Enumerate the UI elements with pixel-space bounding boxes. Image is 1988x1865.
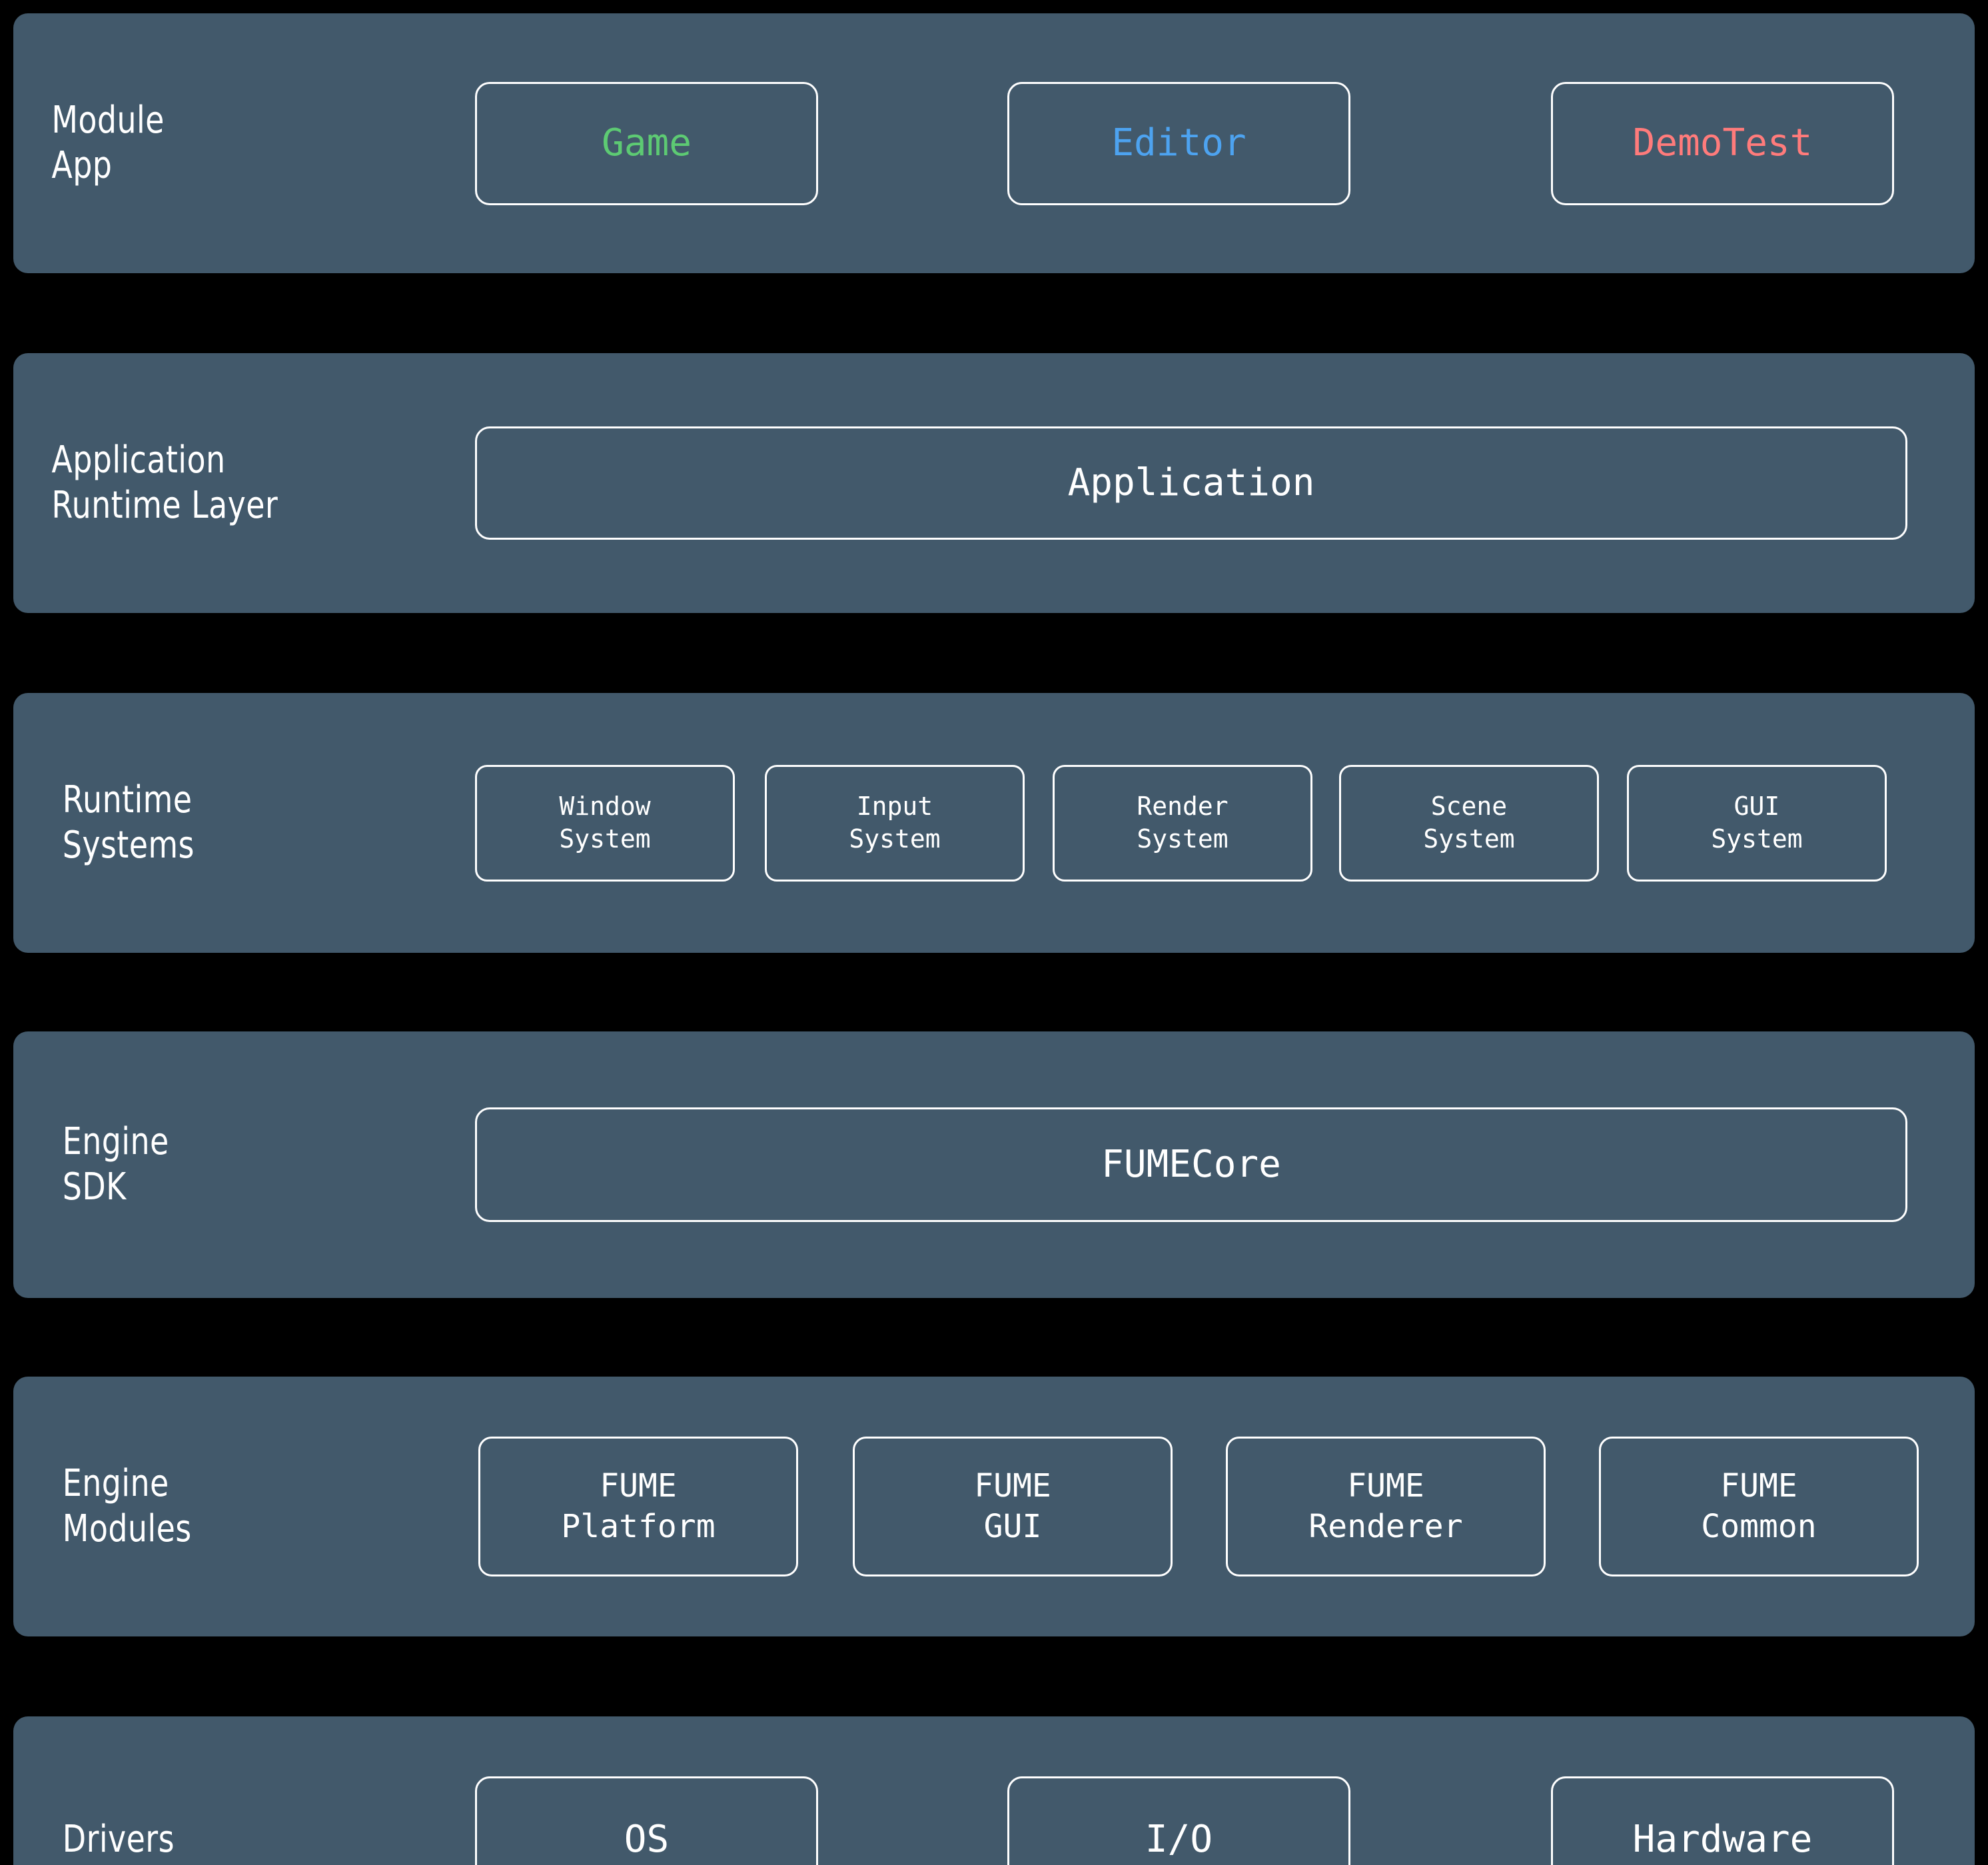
- node-fume-platform[interactable]: FUME Platform: [478, 1437, 798, 1576]
- node-fumecore[interactable]: FUMECore: [475, 1107, 1907, 1222]
- node-fume-renderer[interactable]: FUME Renderer: [1226, 1437, 1546, 1576]
- layer-engine-sdk: Engine SDK FUMECore: [13, 1031, 1975, 1298]
- node-game[interactable]: Game: [475, 81, 818, 205]
- layer-label-engine-modules: Engine Modules: [62, 1461, 192, 1551]
- layer-application-runtime-layer: Application Runtime Layer Application: [13, 353, 1975, 613]
- node-os[interactable]: OS: [475, 1776, 818, 1865]
- node-input-system[interactable]: Input System: [765, 764, 1025, 882]
- node-window-system[interactable]: Window System: [475, 764, 735, 882]
- node-fume-common[interactable]: FUME Common: [1599, 1437, 1919, 1576]
- layer-content-engine-sdk: FUMECore: [453, 1031, 1975, 1298]
- node-render-system[interactable]: Render System: [1053, 764, 1312, 882]
- node-editor[interactable]: Editor: [1007, 81, 1350, 205]
- node-application[interactable]: Application: [475, 426, 1907, 540]
- layer-content-application-runtime-layer: Application: [453, 353, 1975, 613]
- layer-drivers: Drivers OS I/O Hardware: [13, 1716, 1975, 1865]
- layer-label-module-app: Module App: [51, 98, 165, 187]
- node-scene-system[interactable]: Scene System: [1339, 764, 1599, 882]
- layer-content-engine-modules: FUME Platform FUME GUI FUME Renderer FUM…: [453, 1377, 1975, 1636]
- node-fume-gui[interactable]: FUME GUI: [853, 1437, 1173, 1576]
- layer-content-drivers: OS I/O Hardware: [453, 1716, 1975, 1865]
- layer-content-runtime-systems: Window System Input System Render System…: [453, 693, 1975, 953]
- layer-label-runtime-systems: Runtime Systems: [62, 778, 195, 867]
- layer-label-drivers: Drivers: [62, 1817, 175, 1861]
- node-hardware[interactable]: Hardware: [1551, 1776, 1894, 1865]
- layer-label-engine-sdk: Engine SDK: [62, 1119, 169, 1209]
- node-gui-system[interactable]: GUI System: [1627, 764, 1887, 882]
- node-io[interactable]: I/O: [1007, 1776, 1350, 1865]
- layer-engine-modules: Engine Modules FUME Platform FUME GUI FU…: [13, 1377, 1975, 1636]
- layer-module-app: Module App Game Editor DemoTest: [13, 13, 1975, 273]
- node-demotest[interactable]: DemoTest: [1551, 81, 1894, 205]
- layer-label-application-runtime-layer: Application Runtime Layer: [51, 438, 278, 527]
- layer-content-module-app: Game Editor DemoTest: [453, 13, 1975, 273]
- layer-runtime-systems: Runtime Systems Window System Input Syst…: [13, 693, 1975, 953]
